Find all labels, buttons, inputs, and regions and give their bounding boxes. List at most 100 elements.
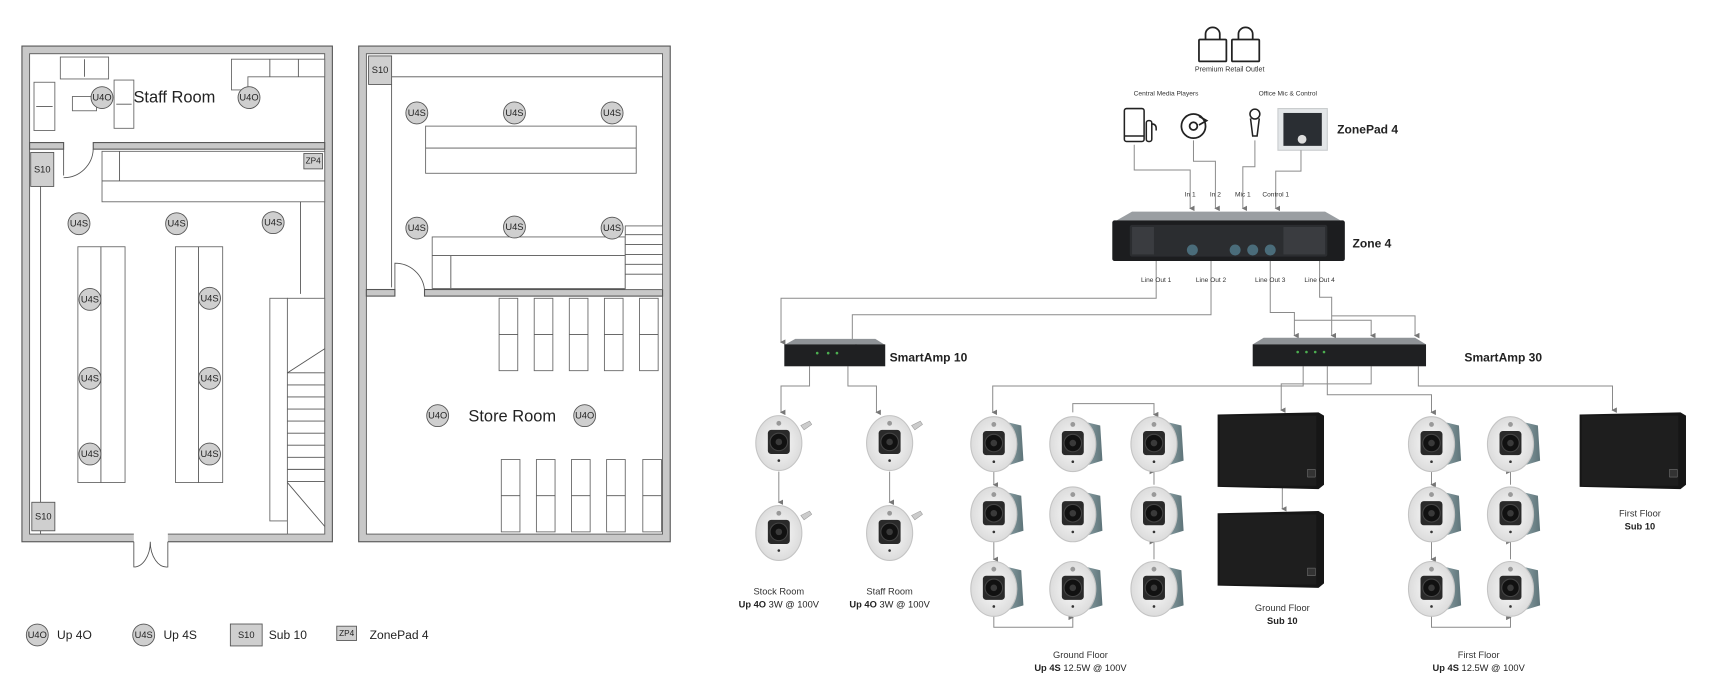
svg-text:U4S: U4S xyxy=(81,449,99,459)
speaker-marker-u4s: U4S xyxy=(67,212,91,236)
speaker-marker-u4s: U4S xyxy=(198,286,221,310)
speaker-marker-u4o: U4O xyxy=(237,86,261,110)
caption-first-sub-model: Sub 10 xyxy=(1625,522,1656,532)
legend-item-zonepad4: ZP4 ZonePad 4 xyxy=(336,625,429,642)
wire xyxy=(1241,140,1256,212)
venue-label: Premium Retail Outlet xyxy=(1195,65,1265,73)
ceiling-speaker-up4s xyxy=(1486,486,1541,543)
media-player-icon xyxy=(1180,113,1209,140)
wire xyxy=(1331,315,1420,339)
legend-item-sub10: S10 Sub 10 xyxy=(229,623,307,647)
smartamp-10-device xyxy=(784,338,886,367)
shopping-bags-icon xyxy=(1198,26,1261,63)
svg-text:U4O: U4O xyxy=(428,411,447,421)
ceiling-speaker-up4s xyxy=(1407,560,1462,617)
zonepad-marker-zp4: ZP4 xyxy=(303,153,323,170)
caption-stock-room-spec: Up 4O 3W @ 100V xyxy=(739,600,820,610)
wire xyxy=(1431,614,1512,628)
group-label-office: Office Mic & Control xyxy=(1259,90,1318,97)
zonepad-label: ZonePad 4 xyxy=(1337,122,1398,136)
speaker-marker-u4s: U4S xyxy=(261,211,285,235)
zone-amp-label: Zone 4 xyxy=(1353,236,1392,250)
svg-text:U4O: U4O xyxy=(28,630,47,640)
wire xyxy=(991,366,1304,416)
line-out-label: Line Out 3 xyxy=(1255,277,1286,284)
svg-text:U4S: U4S xyxy=(200,373,218,383)
caption-ground-sub-title: Ground Floor xyxy=(1255,603,1310,613)
caption-first-up4s-spec: Up 4S 12.5W @ 100V xyxy=(1433,663,1526,673)
speaker-marker-u4s: U4S xyxy=(78,366,102,390)
wire xyxy=(1192,140,1220,212)
speaker-marker-u4s: U4S xyxy=(503,101,526,125)
speaker-marker-u4s: U4S xyxy=(165,212,189,236)
svg-text:U4O: U4O xyxy=(239,93,258,103)
caption-staff-room-title: Staff Room xyxy=(866,586,913,596)
caption-staff-room-spec: Up 4O 3W @ 100V xyxy=(849,600,930,610)
smartamp-30-device xyxy=(1252,337,1427,367)
ceiling-speaker-up4s xyxy=(970,416,1024,473)
speaker-marker-u4o: U4O xyxy=(426,404,450,428)
wire xyxy=(1274,150,1302,212)
caption-first-sub-title: First Floor xyxy=(1619,509,1661,519)
svg-text:U4S: U4S xyxy=(200,293,218,303)
line-out-label: Line Out 1 xyxy=(1141,277,1172,284)
ceiling-speaker-up4s xyxy=(970,560,1024,617)
svg-text:U4S: U4S xyxy=(505,222,523,232)
svg-text:S10: S10 xyxy=(238,630,255,640)
wire xyxy=(1326,366,1436,416)
caption-stock-room-title: Stock Room xyxy=(753,586,804,596)
speaker-marker-u4o: U4O xyxy=(573,404,597,428)
svg-text:ZonePad 4: ZonePad 4 xyxy=(370,628,429,642)
ceiling-speaker-up4s xyxy=(1407,416,1462,473)
floor-plan-ground xyxy=(21,45,333,568)
zone-amplifier xyxy=(1112,211,1345,262)
signal-wires xyxy=(777,140,1617,628)
wire xyxy=(1280,366,1372,413)
ceiling-speaker-up4s xyxy=(1486,416,1541,473)
speaker-marker-u4s: U4S xyxy=(600,101,624,125)
smartamp-10-label: SmartAmp 10 xyxy=(890,351,968,365)
svg-text:Up 4O: Up 4O xyxy=(57,628,92,642)
svg-text:U4S: U4S xyxy=(603,223,621,233)
ceiling-speaker-up4s xyxy=(1049,416,1103,473)
line-out-label: Line Out 4 xyxy=(1304,277,1335,284)
group-label-media: Central Media Players xyxy=(1134,90,1199,97)
sub-marker-s10: S10 xyxy=(30,151,55,187)
floor-plan-first xyxy=(358,45,671,543)
wire xyxy=(851,261,1212,345)
room-label-store: Store Room xyxy=(468,408,556,426)
svg-text:U4S: U4S xyxy=(70,219,88,229)
svg-text:U4S: U4S xyxy=(408,108,426,118)
subwoofer-sub10 xyxy=(1579,412,1686,490)
wire xyxy=(847,366,881,416)
svg-text:U4S: U4S xyxy=(168,219,186,229)
svg-text:U4O: U4O xyxy=(575,411,594,421)
ceiling-speaker-up4s xyxy=(970,486,1024,543)
svg-text:S10: S10 xyxy=(372,65,389,75)
caption-first-up4s-title: First Floor xyxy=(1458,650,1500,660)
ceiling-speaker-up4o xyxy=(866,415,923,472)
svg-text:U4S: U4S xyxy=(135,630,153,640)
wire xyxy=(993,614,1074,628)
ceiling-speaker-up4s xyxy=(1049,560,1103,617)
wire xyxy=(1294,319,1376,339)
svg-text:S10: S10 xyxy=(34,164,51,174)
ceiling-speaker-up4s xyxy=(1130,486,1184,543)
wire xyxy=(779,261,1157,345)
speaker-marker-u4s: U4S xyxy=(78,287,102,311)
input-label: Control 1 xyxy=(1262,191,1289,198)
svg-text:U4S: U4S xyxy=(603,108,621,118)
ceiling-speaker-up4o xyxy=(866,505,923,561)
speaker-marker-u4s: U4S xyxy=(600,216,624,240)
ceiling-speaker-up4s xyxy=(1049,486,1103,543)
legend-item-up4s: U4S Up 4S xyxy=(132,623,197,647)
ceiling-speaker-up4s xyxy=(1407,486,1462,543)
svg-text:ZP4: ZP4 xyxy=(306,157,322,166)
caption-ground-up4s-title: Ground Floor xyxy=(1053,650,1108,660)
sub-marker-s10: S10 xyxy=(368,55,393,85)
svg-text:Sub 10: Sub 10 xyxy=(269,628,307,642)
svg-text:U4S: U4S xyxy=(264,218,282,228)
sub-marker-s10: S10 xyxy=(31,501,56,532)
ceiling-speaker-up4s xyxy=(1130,560,1184,617)
speaker-marker-u4s: U4S xyxy=(405,216,429,240)
